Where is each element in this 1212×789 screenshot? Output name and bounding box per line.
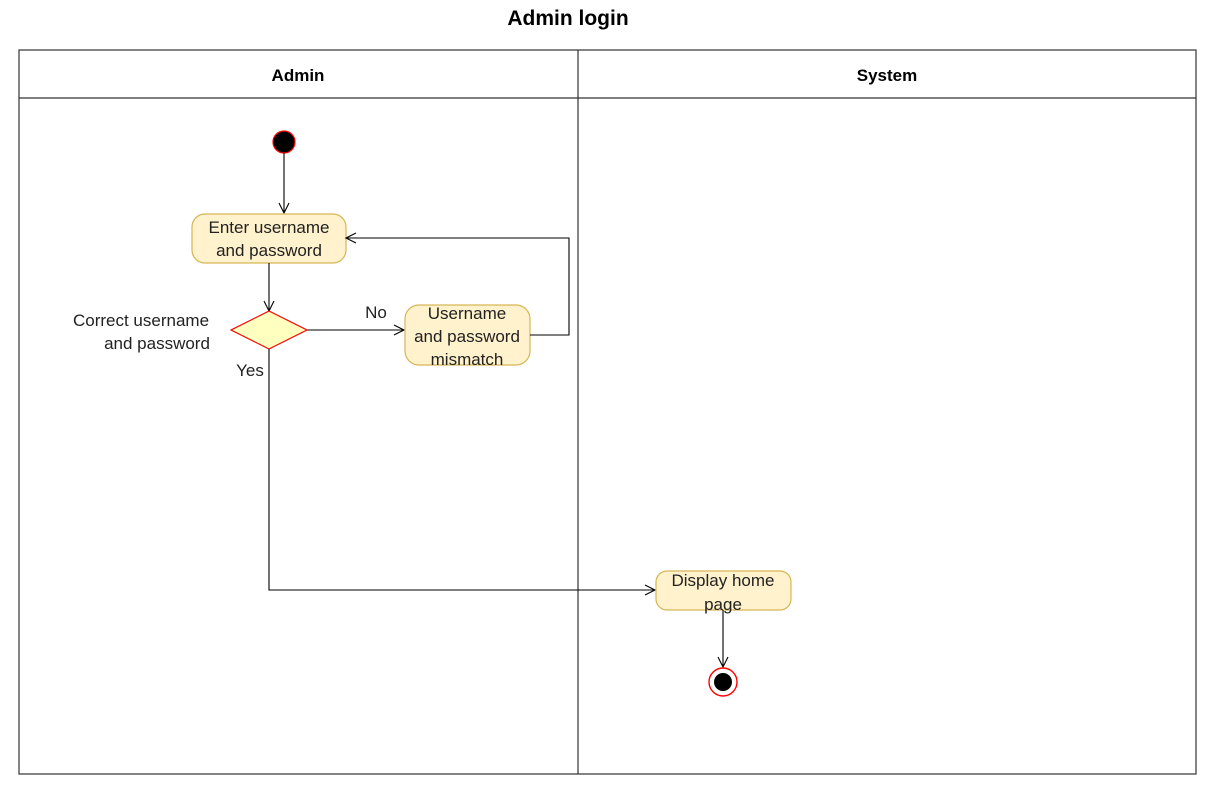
- lane-header-system: System: [857, 66, 917, 85]
- action-mismatch-line2: and password: [414, 327, 520, 346]
- edge-decision-no: [307, 324, 406, 336]
- edge-start-to-enter: [278, 153, 290, 215]
- start-node: [272, 130, 296, 154]
- action-mismatch: Username and password mismatch: [404, 304, 531, 369]
- action-display-home-line2: page: [704, 595, 742, 614]
- edge-decision-yes: [268, 349, 657, 596]
- decision-label-line2: and password: [104, 334, 210, 353]
- edge-display-to-end: [717, 610, 729, 669]
- action-enter-credentials-line1: Enter username: [209, 218, 330, 237]
- action-display-home-line1: Display home: [672, 571, 775, 590]
- decision-label-line1: Correct username: [73, 311, 209, 330]
- edge-mismatch-loopback: [344, 232, 570, 336]
- decision-correct-credentials: [229, 310, 309, 350]
- end-node: [708, 667, 738, 697]
- action-mismatch-line3: mismatch: [431, 350, 504, 369]
- pool-border: [18, 49, 1197, 775]
- diagram-title: Admin login: [507, 7, 628, 30]
- edge-enter-to-decision: [263, 263, 275, 313]
- edge-label-yes: Yes: [236, 361, 264, 380]
- edge-label-no: No: [365, 303, 387, 322]
- swimlane-frame: [18, 49, 1197, 775]
- action-enter-credentials: Enter username and password: [191, 213, 347, 264]
- lane-header-admin: Admin: [272, 66, 325, 85]
- action-mismatch-line1: Username: [428, 304, 506, 323]
- action-enter-credentials-line2: and password: [216, 241, 322, 260]
- action-display-home: Display home page: [655, 570, 792, 614]
